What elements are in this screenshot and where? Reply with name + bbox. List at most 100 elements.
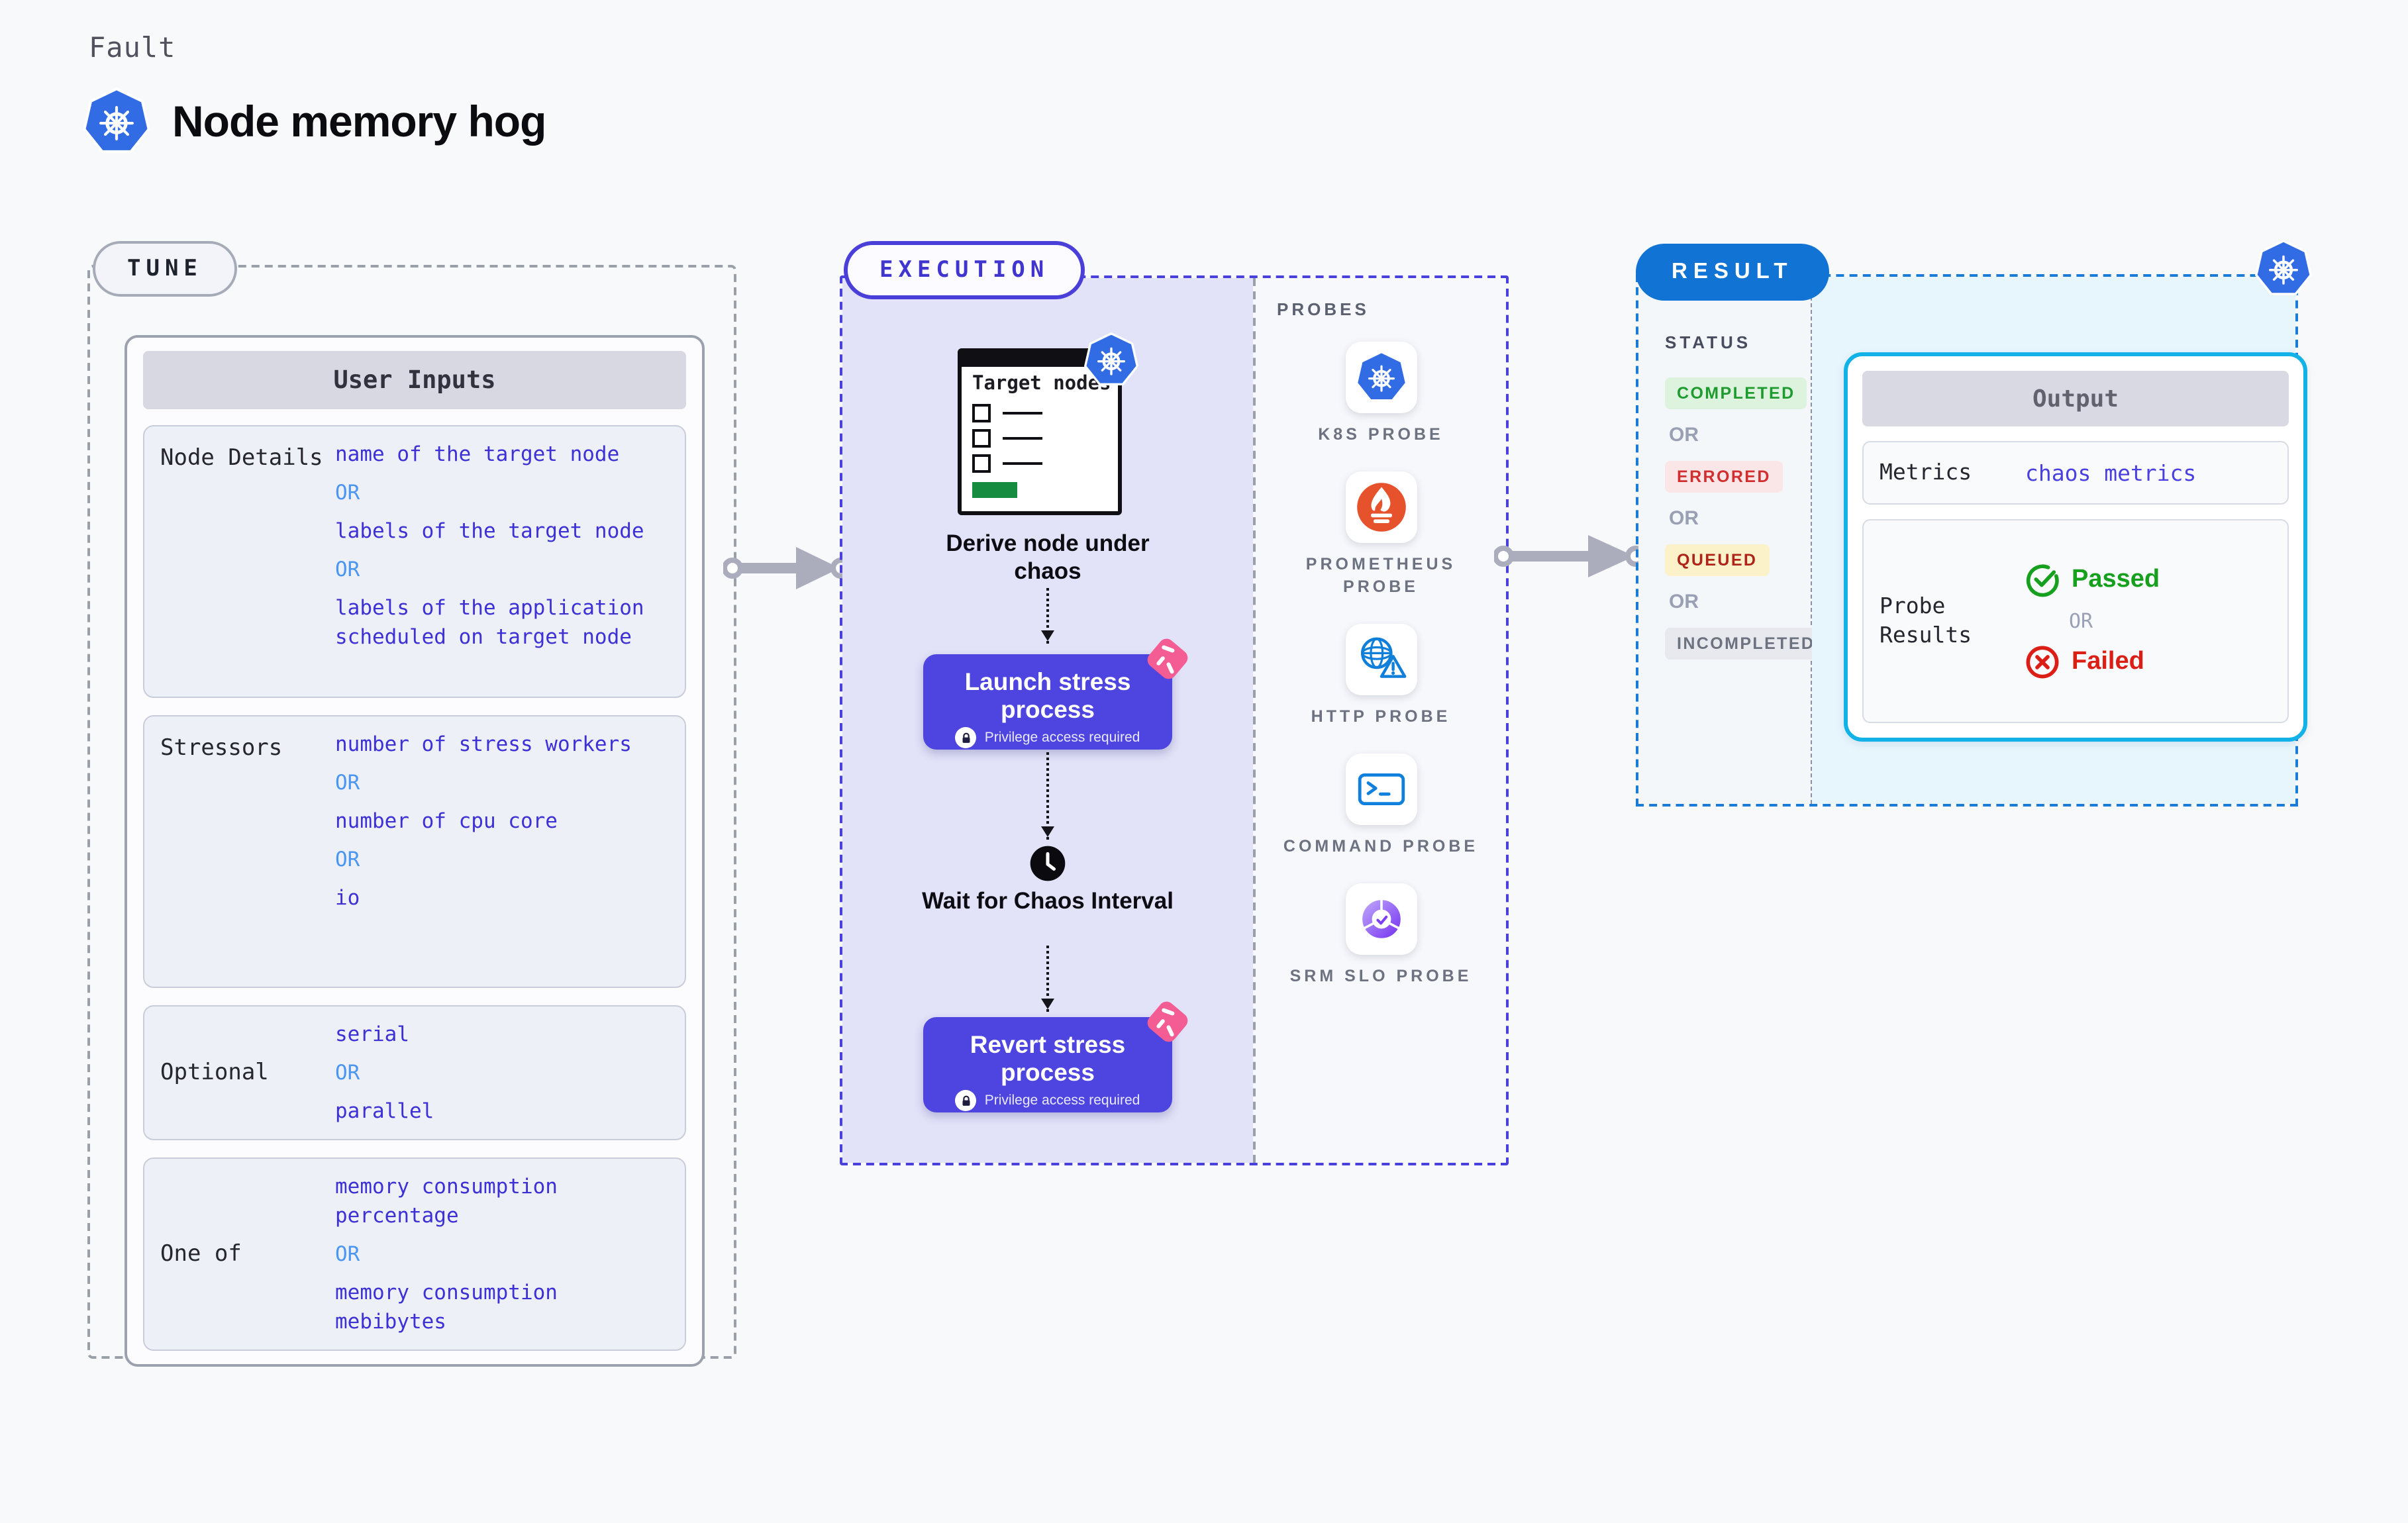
row-label: Node Details (160, 445, 323, 471)
or-separator: OR (1669, 424, 1699, 446)
probe-label: SRM SLO PROBE (1289, 967, 1472, 985)
or-separator: OR (335, 848, 360, 871)
derive-node-label: Derive node under chaos (946, 530, 1150, 584)
privilege-note: Privilege access required (984, 730, 1140, 746)
node-list-item (962, 450, 1118, 475)
terminal-icon (1354, 763, 1407, 816)
probe-card (1345, 883, 1417, 955)
status-badge: QUEUED (1665, 544, 1770, 576)
probe-card (1345, 471, 1417, 543)
execution-flow-panel: Target nodes Derive node under chaos Lau… (842, 278, 1253, 1163)
node-line (1003, 462, 1042, 464)
execution-stage-badge: EXECUTION (844, 241, 1085, 299)
probe-item: COMMAND PROBE (1281, 754, 1480, 858)
node-list-item (962, 400, 1118, 425)
or-separator: OR (2069, 609, 2093, 633)
failed-label: Failed (2072, 648, 2144, 675)
metrics-label: Metrics (1880, 460, 1972, 485)
output-card: Output Metrics chaos metrics Probe Resul… (1844, 352, 2307, 742)
privilege-row: Privilege access required (923, 727, 1172, 748)
probe-item: HTTP PROBE (1281, 624, 1480, 728)
probe-label: K8S PROBE (1318, 425, 1444, 444)
failed-line: Failed (2025, 645, 2160, 679)
probe-label: HTTP PROBE (1311, 707, 1451, 726)
probe-item: PROMETHEUS PROBE (1281, 471, 1480, 599)
launch-stress-process-button[interactable]: Launch stress process Privilege access r… (923, 635, 1191, 750)
kubernetes-icon (2254, 240, 2313, 298)
status-title: STATUS (1665, 332, 1752, 352)
green-action-bar (972, 482, 1017, 498)
or-separator: OR (1669, 591, 1699, 613)
input-option: number of cpu core (335, 809, 558, 833)
flow-connector-arrow (1040, 588, 1054, 644)
or-separator: OR (335, 1061, 360, 1085)
lock-icon (955, 1090, 977, 1111)
tune-stage-badge: TUNE (93, 241, 237, 297)
flow-connector-arrow (1040, 752, 1054, 840)
globe-warning-icon (1354, 633, 1407, 686)
probes-title: PROBES (1277, 299, 1370, 319)
probe-results-label: Probe Results (1880, 593, 1972, 648)
revert-button-label: Revert stress process (970, 1030, 1126, 1086)
metrics-value: chaos metrics (2025, 460, 2197, 485)
checkbox-icon (972, 403, 991, 422)
passed-line: Passed (2025, 563, 2160, 597)
input-option: labels of the application scheduled on t… (335, 596, 644, 649)
metrics-row: Metrics chaos metrics (1862, 441, 2289, 505)
probe-list: K8S PROBE PROMETHEUS PROBE HTTP PROBE COMMA… (1256, 342, 1506, 988)
revert-stress-process-button[interactable]: Revert stress process Privilege access r… (923, 998, 1191, 1112)
input-option: parallel (335, 1099, 434, 1123)
prometheus-icon (1354, 481, 1407, 534)
status-badge: ERRORED (1665, 461, 1783, 493)
kubernetes-icon (82, 87, 151, 156)
passed-label: Passed (2072, 565, 2160, 593)
wait-chaos-interval-label: Wait for Chaos Interval (922, 887, 1174, 914)
launch-button-label: Launch stress process (964, 667, 1131, 723)
checkbox-icon (972, 428, 991, 447)
row-label: One of (160, 1241, 242, 1267)
input-option: memory consumption mebibytes (335, 1281, 558, 1334)
input-option: name of the target node (335, 442, 620, 466)
probe-label: COMMAND PROBE (1283, 837, 1479, 856)
or-separator: OR (335, 771, 360, 795)
or-separator: OR (335, 558, 360, 581)
input-option: io (335, 886, 360, 910)
title-row: Node memory hog (82, 87, 546, 156)
user-inputs-header: User Inputs (143, 351, 686, 409)
probe-card (1345, 342, 1417, 413)
probe-label: PROMETHEUS PROBE (1305, 555, 1456, 596)
probe-item: K8S PROBE (1281, 342, 1480, 446)
fault-kicker: Fault (89, 32, 176, 64)
lock-icon (955, 727, 977, 748)
page-title: Node memory hog (172, 97, 546, 146)
privilege-row: Privilege access required (923, 1090, 1172, 1111)
clock-icon (1029, 845, 1066, 882)
or-separator: OR (335, 481, 360, 505)
row-label: Stressors (160, 735, 283, 762)
slo-donut-icon (1354, 893, 1407, 946)
probe-results-row: Probe Results Passed OR Failed (1862, 519, 2289, 723)
probe-results-values: Passed OR Failed (2025, 563, 2160, 679)
arrow-execution-to-result (1494, 535, 1645, 577)
input-option: labels of the target node (335, 519, 644, 543)
input-option: serial (335, 1022, 409, 1046)
result-stage-badge: RESULT (1636, 244, 1829, 301)
user-inputs-card: User Inputs Node Details name of the targ… (125, 335, 705, 1367)
probes-panel: PROBES K8S PROBE PROMETHEUS PROBE HTTP PRO… (1253, 278, 1506, 1163)
status-badge: INCOMPLETED (1665, 628, 1827, 660)
flow-connector-arrow (1040, 946, 1054, 1012)
arrow-tune-to-execution (723, 547, 850, 589)
node-list-item (962, 425, 1118, 450)
target-nodes-title: Target nodes (972, 373, 1111, 395)
output-header: Output (1862, 371, 2289, 426)
